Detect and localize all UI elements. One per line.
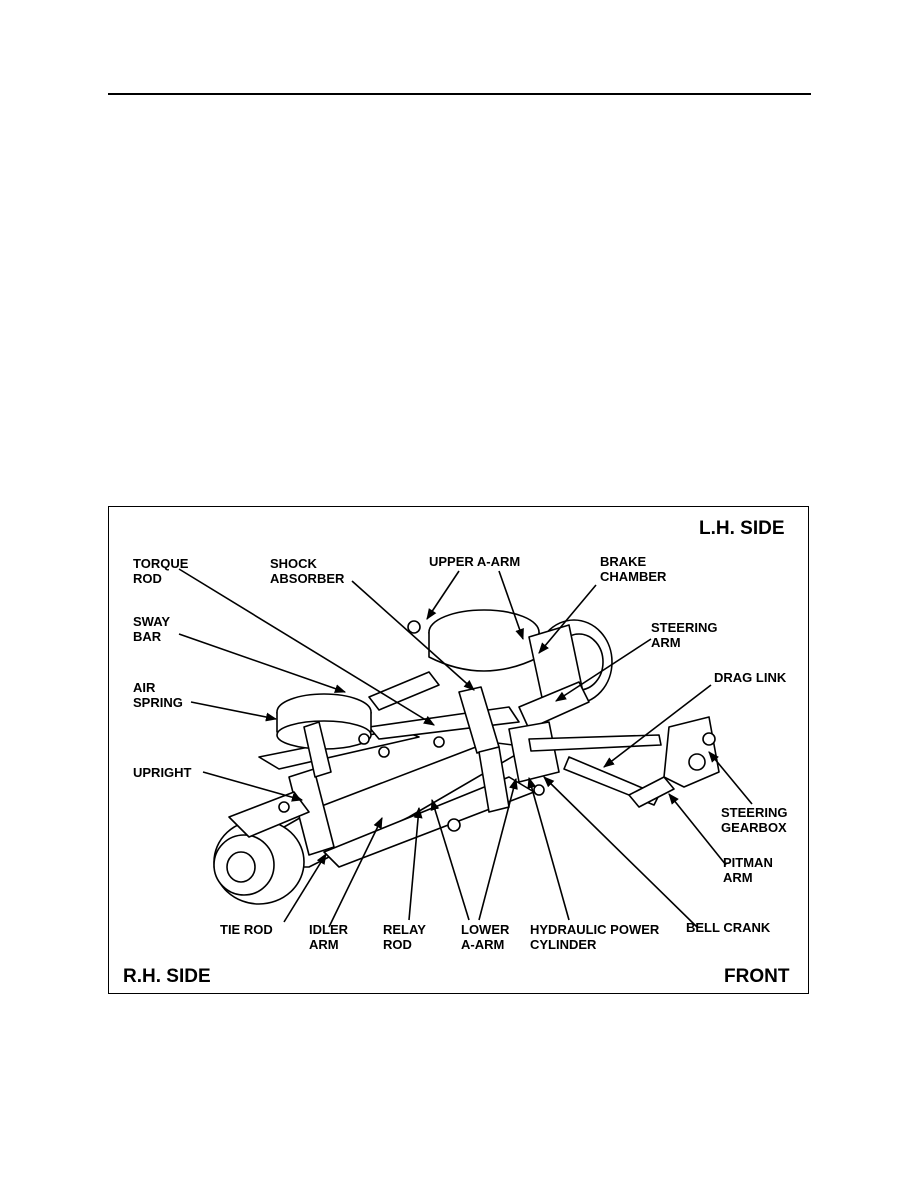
- leader-air-spring: [190, 701, 278, 722]
- label-steering-gearbox: STEERING GEARBOX: [721, 805, 788, 835]
- rh-side-label: R.H. SIDE: [123, 966, 211, 987]
- label-steering-arm: STEERING ARM: [651, 620, 718, 650]
- label-air-spring: AIR SPRING: [133, 680, 183, 710]
- leader-torque-rod: [178, 568, 435, 726]
- label-drag-link: DRAG LINK: [714, 670, 787, 685]
- leader-steering-gearbox: [708, 751, 753, 805]
- lh-side-label: L.H. SIDE: [699, 518, 785, 539]
- leader-pitman-arm: [668, 793, 727, 866]
- label-sway-bar: SWAY BAR: [133, 614, 171, 644]
- leader-lines: [178, 568, 753, 928]
- label-upper-a-arm: UPPER A-ARM: [429, 554, 521, 569]
- leader-steering-arm: [555, 638, 652, 702]
- leader-brake-chamber: [538, 584, 597, 654]
- header-rule: [108, 93, 811, 95]
- leader-drag-link: [603, 684, 712, 768]
- label-brake-chamber: BRAKE CHAMBER: [600, 554, 667, 584]
- leader-shock-absorber: [351, 580, 475, 691]
- label-idler-arm: IDLER ARM: [309, 922, 348, 952]
- leader-idler-arm: [328, 816, 383, 928]
- front-label: FRONT: [724, 966, 790, 987]
- label-tie-rod: TIE ROD: [220, 922, 273, 937]
- leader-lower-a-arm-2: [478, 777, 518, 921]
- leader-upper-a-arm-2: [498, 570, 524, 641]
- leader-bell-crank: [543, 776, 698, 928]
- label-pitman-arm: PITMAN ARM: [723, 855, 773, 885]
- suspension-diagram-figure: L.H. SIDE R.H. SIDE FRONT TORQUE ROD SHO…: [108, 506, 809, 994]
- label-torque-rod: TORQUE ROD: [133, 556, 189, 586]
- suspension-assembly-drawing: [178, 568, 753, 928]
- label-upright: UPRIGHT: [133, 765, 192, 780]
- label-relay-rod: RELAY ROD: [383, 922, 426, 952]
- leader-tie-rod: [283, 853, 327, 923]
- leader-upright: [202, 771, 304, 802]
- leader-sway-bar: [178, 633, 347, 693]
- label-lower-a-arm: LOWER A-ARM: [461, 922, 510, 952]
- label-hydraulic-power-cylinder: HYDRAULIC POWER CYLINDER: [530, 922, 660, 952]
- leader-lower-a-arm-1: [430, 798, 470, 921]
- leader-hydraulic-power-cylinder: [527, 776, 570, 921]
- label-shock-absorber: SHOCK ABSORBER: [270, 556, 345, 586]
- leader-upper-a-arm-1: [426, 570, 460, 620]
- assembly-sketch: [213, 609, 720, 905]
- label-bell-crank: BELL CRANK: [686, 920, 771, 935]
- leader-relay-rod: [408, 806, 423, 921]
